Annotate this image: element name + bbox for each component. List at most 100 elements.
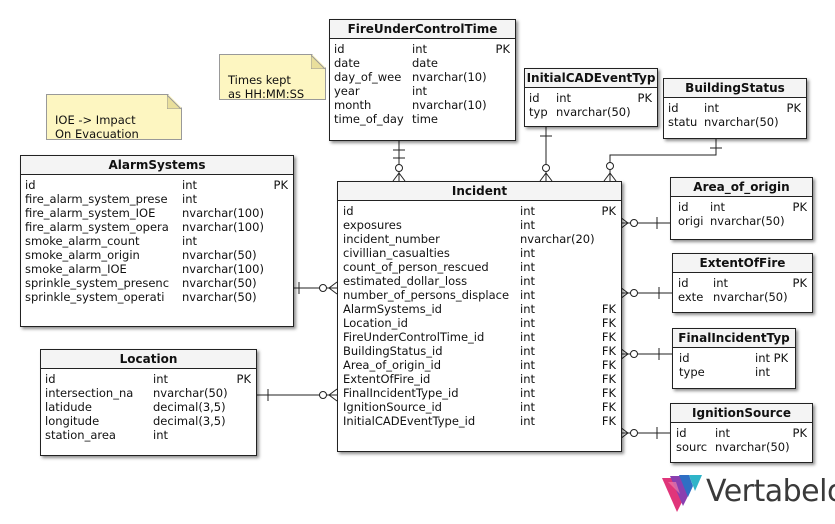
column-type: int xyxy=(182,192,197,206)
rel-extent-of-fire[interactable] xyxy=(619,286,672,300)
rel-initial-cad-event-type[interactable] xyxy=(539,125,553,182)
column-type: nvarchar(50) xyxy=(556,105,631,119)
column-type: int xyxy=(520,246,535,260)
column-type: int xyxy=(153,428,168,442)
note-fold-icon xyxy=(311,55,325,69)
column-name: typ xyxy=(529,105,548,119)
column-name: ExtentOfFire_id xyxy=(343,372,431,386)
column-type: nvarchar(100) xyxy=(182,206,264,220)
column-name: smoke_alarm_IOE xyxy=(25,262,127,276)
rel-alarm-systems[interactable] xyxy=(292,281,338,295)
column-row[interactable]: fire_alarm_system_IOE nvarchar(100) xyxy=(21,206,293,220)
column-row[interactable]: typ nvarchar(50) xyxy=(525,105,657,119)
rel-building-status[interactable] xyxy=(603,138,722,182)
column-type: nvarchar(50) xyxy=(710,214,785,228)
column-name: FireUnderControlTime_id xyxy=(343,330,485,344)
table-title: BuildingStatus xyxy=(664,79,806,98)
column-type: date xyxy=(412,56,438,70)
rel-location[interactable] xyxy=(255,388,338,402)
column-type: int PK xyxy=(755,351,789,365)
column-key: FK xyxy=(601,414,616,428)
column-row[interactable]: id int PK xyxy=(673,351,795,365)
rel-final-incident-type[interactable] xyxy=(619,347,672,361)
column-key: FK xyxy=(601,358,616,372)
column-name: id xyxy=(25,178,36,192)
column-type: int xyxy=(715,426,730,440)
column-name: sprinkle_system_presenc xyxy=(25,276,170,290)
column-type: int xyxy=(713,276,728,290)
table-title: AlarmSystems xyxy=(21,156,293,175)
column-name: year xyxy=(334,84,360,98)
column-name: id xyxy=(679,351,690,365)
column-type: int xyxy=(412,42,427,56)
column-type: int xyxy=(520,302,535,316)
rel-area-of-origin[interactable] xyxy=(619,216,670,230)
column-name: InitialCADEventType_id xyxy=(343,414,476,428)
rel-fire-under-control-time[interactable] xyxy=(392,139,406,182)
column-row[interactable]: civillian_casualties int xyxy=(338,246,621,260)
column-key: FK xyxy=(601,316,616,330)
column-type: decimal(3,5) xyxy=(153,414,226,428)
column-name: civillian_casualties xyxy=(343,246,450,260)
column-name: fire_alarm_system_IOE xyxy=(25,206,156,220)
column-type: time xyxy=(412,112,438,126)
column-name: fire_alarm_system_opera xyxy=(25,220,169,234)
column-type: int xyxy=(520,344,535,358)
rel-ignition-source[interactable] xyxy=(619,426,670,440)
